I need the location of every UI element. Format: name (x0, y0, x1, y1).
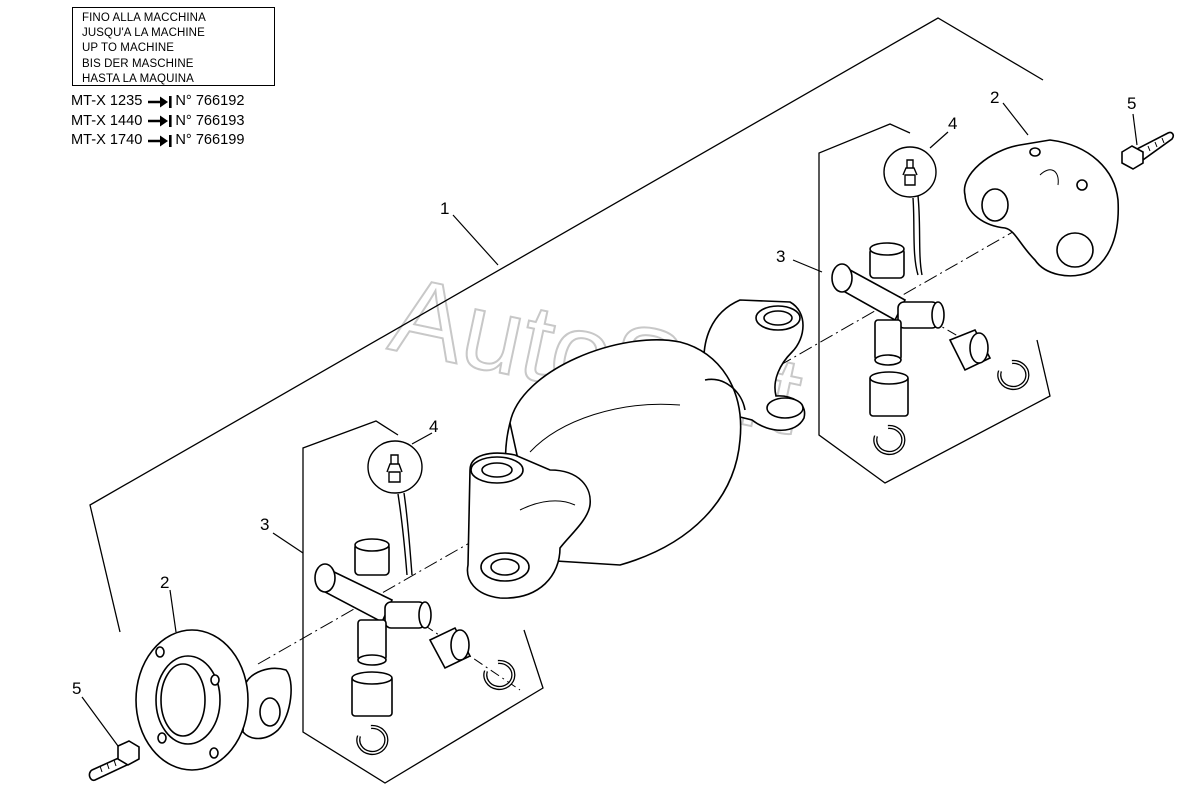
notice-line: HASTA LA MAQUINA (82, 72, 194, 85)
notice-line: UP TO MACHINE (82, 42, 175, 55)
kit-bracket-lower (302, 420, 544, 784)
callout-4-upper: 4 (948, 114, 957, 133)
arrow-to-bar-icon (148, 115, 172, 128)
notice-line: FINO ALLA MACCHINA (82, 12, 206, 24)
snap-ring-upper-right (999, 362, 1027, 388)
notice-line: BIS DER MASCHINE (82, 57, 194, 70)
callout-1: 1 (440, 199, 449, 218)
bolt-lower (88, 740, 140, 782)
serial-model: MT-X 1740 (71, 132, 143, 148)
axis-centerline (912, 309, 976, 347)
needle-bearing-upper-right (948, 328, 992, 372)
driveshaft-tube (466, 299, 806, 599)
callout-5-upper: 5 (1127, 94, 1136, 113)
callout-4-lower: 4 (429, 417, 438, 436)
callout-3-lower: 3 (260, 515, 269, 534)
snap-ring-upper-lower (875, 427, 903, 453)
needle-bearing-upper-lower (869, 371, 909, 417)
snap-ring-lower-lower (358, 727, 386, 753)
serial-row: MT-X 1235 N° 766192 (71, 92, 245, 112)
axis-centerline (257, 212, 1047, 665)
grease-nipple-lower (367, 440, 423, 576)
shaft-bracket (89, 17, 1044, 633)
notice-line: JUSQU'A LA MACHINE (82, 27, 205, 40)
serial-row: MT-X 1440 N° 766193 (71, 112, 245, 132)
needle-bearing-lower-lower (351, 671, 393, 717)
serial-number: N° 766199 (175, 132, 245, 148)
callout-2-lower: 2 (160, 573, 169, 592)
needle-bearing-lower-right (428, 626, 472, 670)
leader-lines (81, 102, 1138, 747)
serial-number: N° 766192 (175, 93, 245, 109)
arrow-to-bar-icon (148, 95, 172, 108)
serial-number: N° 766193 (175, 112, 245, 129)
flange-yoke-lower (135, 629, 292, 771)
kit-bracket-upper (818, 123, 1051, 484)
serial-model: MT-X 1235 (71, 93, 143, 109)
grease-nipple-upper (883, 146, 937, 276)
serial-list: MT-X 1235 N° 766192 MT-X 1440 N° 766193 … (71, 92, 245, 151)
callout-3-upper: 3 (776, 247, 785, 266)
callout-2-upper: 2 (990, 88, 999, 107)
serial-row: MT-X 1740 N° 766199 (71, 131, 245, 151)
serial-model: MT-X 1440 (71, 112, 143, 129)
notice-box: FINO ALLA MACCHINA JUSQU'A LA MACHINE UP… (72, 7, 275, 86)
universal-joint-cross-upper (831, 242, 945, 366)
callout-5-lower: 5 (72, 679, 81, 698)
bolt-upper (1121, 131, 1175, 170)
flange-yoke-upper (963, 139, 1120, 277)
arrow-to-bar-icon (148, 134, 172, 147)
snap-ring-lower-right (485, 662, 513, 688)
universal-joint-cross-lower (314, 538, 432, 666)
